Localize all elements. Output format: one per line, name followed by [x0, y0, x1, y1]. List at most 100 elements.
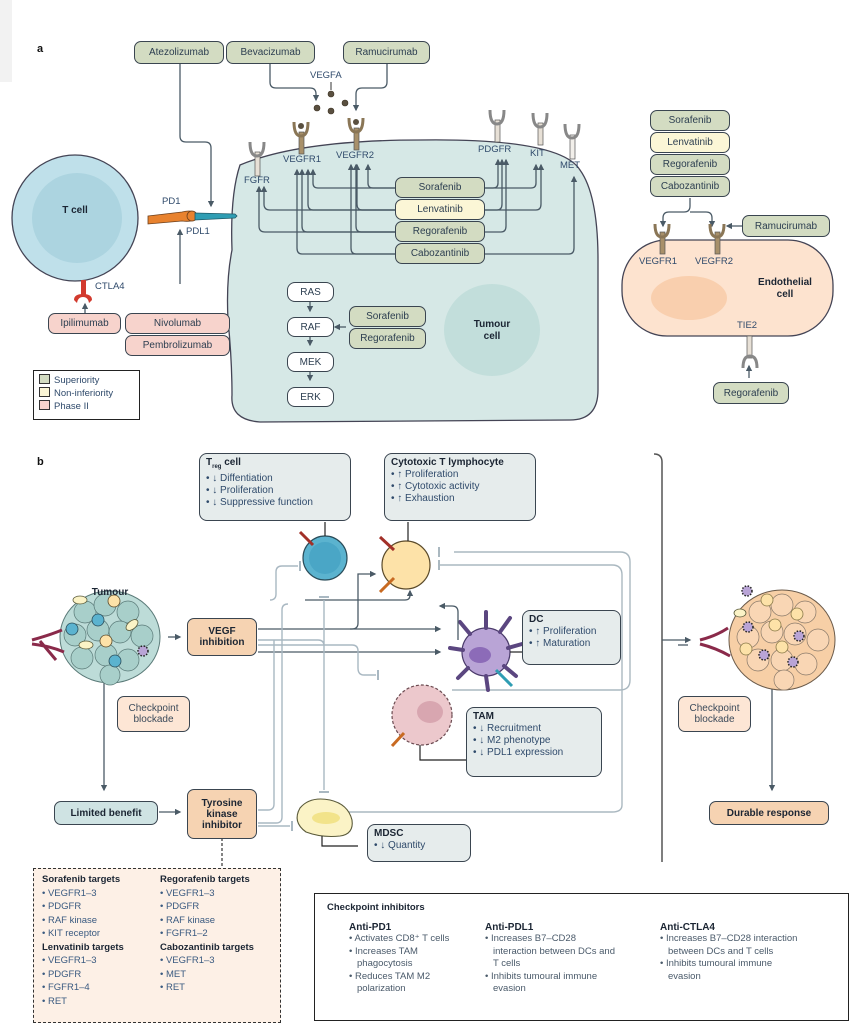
- ctl-item: ↑ Proliferation: [391, 469, 529, 481]
- target-item: VEGFR1–3: [160, 887, 254, 901]
- treg-item: ↓ Diffentiation: [206, 473, 344, 485]
- vegf-inhibition-box: VEGF inhibition: [187, 618, 257, 656]
- anti-pd1-column: Anti-PD1 Activates CD8⁺ T cells Increase…: [349, 922, 464, 996]
- pembrolizumab-box: Pembrolizumab: [125, 335, 230, 356]
- bevacizumab-box: Bevacizumab: [226, 41, 315, 64]
- tumour-cell-label: Tumour cell: [473, 319, 511, 342]
- feedback-line-1: [452, 551, 631, 691]
- endo-vegfr1-label: VEGFR1: [639, 256, 678, 267]
- vegfa-label: VEGFA: [310, 70, 342, 81]
- anti-pd1-item: Activates CD8⁺ T cells: [349, 933, 464, 946]
- checkpoint-blockade-left: Checkpoint blockade: [117, 696, 190, 732]
- legend-item-superiority: Superiority: [39, 374, 134, 387]
- vegfa-ligand-dots: [313, 90, 349, 115]
- target-item: RET: [42, 995, 124, 1009]
- fgfr-receptor-icon: [248, 141, 266, 177]
- ctl-item: ↑ Cytotoxic activity: [391, 481, 529, 493]
- dc-item: ↑ Maturation: [529, 638, 614, 650]
- ctl-title: Cytotoxic T lymphocyte: [391, 457, 504, 468]
- checkpoint-inhibitors-box: Checkpoint inhibitors Anti-PD1 Activates…: [314, 893, 849, 1021]
- tam-title: TAM: [473, 711, 494, 722]
- mdsc-title: MDSC: [374, 828, 404, 839]
- met-receptor-icon: [563, 123, 581, 160]
- trial-legend: Superiority Non-inferiority Phase II: [33, 370, 140, 420]
- tki-regorafenib-box: Regorafenib: [395, 221, 485, 242]
- target-item: VEGFR1–3: [42, 887, 124, 901]
- dc-item: ↑ Proliferation: [529, 626, 614, 638]
- endo-vegfr2-icon: [708, 223, 726, 255]
- t-cell-nucleus: [32, 173, 122, 263]
- ipilimumab-box: Ipilimumab: [48, 313, 121, 334]
- anti-pdl1-title: Anti-PDL1: [485, 922, 534, 933]
- panel-b-arrows: [100, 570, 776, 816]
- legend-swatch: [39, 374, 50, 384]
- pd1-label: PD1: [162, 196, 181, 207]
- endothelial-cell-label: Endothelial cell: [758, 277, 812, 300]
- treg-title-main: T: [206, 457, 213, 468]
- endo-regorafenib-tie2-box: Regorafenib: [713, 382, 789, 404]
- pdl1-ligand-icon: [194, 212, 238, 221]
- target-item: KIT receptor: [42, 927, 124, 941]
- vegfr1-receptor-icon: [292, 121, 310, 155]
- anti-pd1-title: Anti-PD1: [349, 922, 392, 933]
- pathway-raf: RAF: [287, 317, 334, 337]
- targets-col-right: Regorafenib targets VEGFR1–3 PDGFR RAF k…: [160, 873, 254, 995]
- vegfr2-receptor-icon: [347, 117, 365, 151]
- dc-infobox: DC ↑ Proliferation ↑ Maturation: [522, 610, 621, 665]
- tie2-label: TIE2: [737, 320, 758, 331]
- pathway-erk: ERK: [287, 387, 334, 407]
- pdgfr-label: PDGFR: [478, 144, 512, 155]
- tam-item: ↓ PDL1 expression: [473, 747, 595, 759]
- tki-cabozantinib-box: Cabozantinib: [395, 243, 485, 264]
- tumour-label: Tumour: [91, 587, 129, 598]
- legend-label: Phase II: [54, 401, 89, 412]
- tam-item: ↓ M2 phenotype: [473, 735, 595, 747]
- tam-infobox: TAM ↓ Recruitment ↓ M2 phenotype ↓ PDL1 …: [466, 707, 602, 777]
- tumour-nucleus: [444, 284, 540, 376]
- endo-lenvatinib-box: Lenvatinib: [650, 132, 730, 153]
- legend-item-non-inferiority: Non-inferiority: [39, 387, 134, 400]
- tki-box: Tyrosine kinase inhibitor: [187, 789, 257, 839]
- anti-pd1-item: Increases TAM phagocytosis: [349, 946, 464, 971]
- pathway-ras: RAS: [287, 282, 334, 302]
- panel-label-a: a: [37, 43, 44, 55]
- dc-title: DC: [529, 614, 544, 625]
- ramucirumab-box: Ramucirumab: [343, 41, 430, 64]
- fgfr-label: FGFR: [244, 175, 270, 186]
- ctla4-receptor-icon: [74, 280, 92, 303]
- treg-infobox: Treg cell ↓ Diffentiation ↓ Proliferatio…: [199, 453, 351, 521]
- cabozantinib-targets-title: Cabozantinib targets: [160, 941, 254, 953]
- target-item: VEGFR1–3: [42, 954, 124, 968]
- target-item: RET: [160, 981, 254, 995]
- kit-receptor-icon: [531, 112, 549, 146]
- anti-ctla4-item: Increases B7–CD28 interaction between DC…: [660, 933, 800, 958]
- t-cell-label: T cell: [62, 205, 88, 216]
- tki-lenvatinib-box: Lenvatinib: [395, 199, 485, 220]
- legend-swatch: [39, 387, 50, 397]
- atezolizumab-box: Atezolizumab: [134, 41, 224, 64]
- dc-cell: [448, 610, 524, 692]
- endo-cabozantinib-box: Cabozantinib: [650, 176, 730, 197]
- anti-ctla4-title: Anti-CTLA4: [660, 922, 715, 933]
- pdl1-label: PDL1: [186, 226, 210, 237]
- ctl-infobox: Cytotoxic T lymphocyte ↑ Proliferation ↑…: [384, 453, 536, 521]
- margin-strip: [0, 0, 12, 82]
- target-item: VEGFR1–3: [160, 954, 254, 968]
- checkpoint-blockade-right: Checkpoint blockade: [678, 696, 751, 732]
- target-item: RAF kinase: [160, 914, 254, 928]
- bracket: [653, 453, 663, 862]
- endo-vegfr1-icon: [653, 223, 671, 255]
- panel-label-b: b: [37, 456, 44, 468]
- mdsc-item: ↓ Quantity: [374, 840, 464, 852]
- panel-a-arrows: [81, 64, 753, 382]
- treg-title-sub: reg: [212, 464, 222, 470]
- legend-swatch: [39, 400, 50, 410]
- raf-sorafenib-box: Sorafenib: [349, 306, 426, 327]
- vegfr1-label: VEGFR1: [283, 154, 322, 165]
- raf-regorafenib-box: Regorafenib: [349, 328, 426, 349]
- anti-ctla4-item: Inhibits tumoural immune evasion: [660, 958, 800, 983]
- lenvatinib-targets-title: Lenvatinib targets: [42, 941, 124, 953]
- vegfr2-label: VEGFR2: [336, 150, 375, 161]
- limited-benefit-box: Limited benefit: [54, 801, 158, 825]
- endothelial-nucleus: [651, 276, 727, 320]
